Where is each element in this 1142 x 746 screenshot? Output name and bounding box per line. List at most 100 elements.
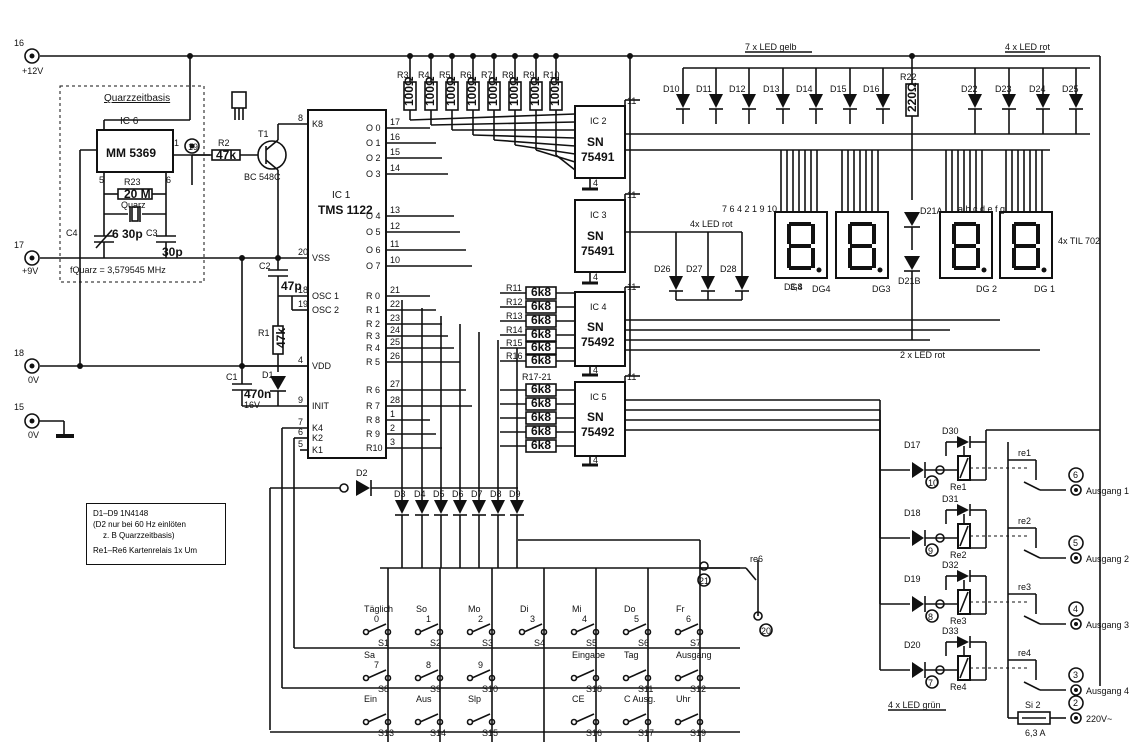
- output-label: Ausgang 2: [1086, 554, 1129, 564]
- svg-text:1: 1: [174, 138, 179, 148]
- resistor-value: 6k8: [531, 353, 551, 367]
- switch-label: Aus: [416, 694, 432, 704]
- led-yellow: [809, 94, 823, 108]
- led-ref: D23: [995, 84, 1012, 94]
- seg-pins-right: a b c d e f g: [958, 204, 1005, 214]
- resistor-ref: R14: [506, 325, 523, 335]
- svg-text:IC 4: IC 4: [590, 302, 607, 312]
- switch-number: 4: [582, 614, 587, 624]
- resistor-value: 100Ω: [402, 76, 416, 106]
- svg-text:16V: 16V: [244, 400, 260, 410]
- svg-text:2: 2: [1073, 698, 1078, 708]
- segment: [976, 248, 980, 268]
- led-ref: D25: [1062, 84, 1079, 94]
- ic1-pin-label: O 0: [366, 123, 381, 133]
- switch-lever: [523, 623, 543, 633]
- svg-text:+12V: +12V: [22, 66, 43, 76]
- ic1-pin-label: O 7: [366, 261, 381, 271]
- r22: R22 220Ω: [900, 53, 919, 200]
- switch-ref: S18: [586, 684, 602, 694]
- relay-diode-ref: D30: [942, 426, 959, 436]
- segment: [954, 222, 976, 226]
- ic1-pin-number: 27: [390, 379, 400, 389]
- resistor-ref: R9: [523, 70, 535, 80]
- switch-contact: [466, 628, 474, 636]
- relay-node-number: 8: [928, 612, 933, 622]
- switch-ref: S16: [586, 728, 602, 738]
- ic6-part: MM 5369: [106, 146, 156, 160]
- led-ref: D24: [1029, 84, 1046, 94]
- ic1-pin-label: R 1: [366, 305, 380, 315]
- ic1-pin-label: O 1: [366, 138, 381, 148]
- ic1-pin-number: 3: [390, 437, 395, 447]
- svg-text:Quarz: Quarz: [121, 200, 146, 210]
- relay-led-ref: D17: [904, 440, 921, 450]
- resistor-ref: R5: [439, 70, 451, 80]
- switch-contact: [362, 628, 370, 636]
- switch-lever: [419, 669, 439, 679]
- segment: [872, 248, 876, 268]
- segment: [1012, 224, 1016, 244]
- led-red: [1036, 94, 1050, 108]
- resistor-to-ic: [514, 144, 576, 155]
- segment: [1036, 248, 1040, 268]
- ic1-pin-number: 26: [390, 351, 400, 361]
- ic1-pin-number: 9: [298, 395, 303, 405]
- svg-text:15: 15: [14, 402, 24, 412]
- key-diode-ref: D3: [394, 489, 406, 499]
- segment: [850, 266, 872, 270]
- relay-led: [912, 596, 924, 612]
- led-ref: D28: [720, 264, 737, 274]
- output-terminal-dot: [1074, 688, 1078, 692]
- ic1-pin-number: 28: [390, 395, 400, 405]
- key-diode-ref: D6: [452, 489, 464, 499]
- svg-text:R22: R22: [900, 72, 917, 82]
- switch-number: 7: [374, 660, 379, 670]
- switch-label: C Ausg.: [624, 694, 656, 704]
- quartz-timebase-title: Quarzzeitbasis: [104, 93, 170, 104]
- ic1-pin-label: VSS: [312, 253, 330, 263]
- ic1-pin-label: K2: [312, 433, 323, 443]
- svg-text:BC 548C: BC 548C: [244, 172, 281, 182]
- output-label: Ausgang 4: [1086, 686, 1129, 696]
- key-diode-ref: D8: [490, 489, 502, 499]
- relay-node: [925, 475, 939, 489]
- quartz-frequency: fQuarz = 3,579545 MHz: [70, 265, 166, 275]
- led-ref: D27: [686, 264, 703, 274]
- svg-text:75491: 75491: [581, 150, 615, 164]
- key-diode-ref: D7: [471, 489, 483, 499]
- ic1-pin-label: K8: [312, 119, 323, 129]
- resistor-value: 100Ω: [548, 76, 562, 106]
- svg-text:IC 3: IC 3: [590, 210, 607, 220]
- switch-ref: S12: [690, 684, 706, 694]
- resistor-ref: R8: [502, 70, 514, 80]
- svg-text:C3: C3: [146, 228, 158, 238]
- svg-text:D1: D1: [262, 370, 274, 380]
- switch-lever: [471, 713, 491, 723]
- ic1-pin-label: R 6: [366, 385, 380, 395]
- switch-label: Sa: [364, 650, 375, 660]
- segment: [789, 222, 811, 226]
- relay-diode-ref: D31: [942, 494, 959, 504]
- segment: [1014, 222, 1036, 226]
- svg-text:20: 20: [761, 626, 771, 636]
- led-green-label: 4 x LED grün: [888, 700, 941, 710]
- svg-text:6: 6: [166, 175, 171, 185]
- relay-ref: Re4: [950, 682, 967, 692]
- led-red2-label: 2 x LED rot: [900, 350, 946, 360]
- led-yellow: [742, 94, 756, 108]
- svg-text:0V: 0V: [28, 375, 39, 385]
- ic1-pin-number: 18: [298, 285, 308, 295]
- segment: [848, 248, 852, 268]
- contact-arm: [1023, 615, 1041, 625]
- ic1-pin-label: O 6: [366, 245, 381, 255]
- ic3: IC 3 SN 75491: [574, 199, 626, 273]
- ic1-pin-label: OSC 1: [312, 291, 339, 301]
- segment: [850, 222, 872, 226]
- led-red: [1002, 94, 1016, 108]
- relay-led: [912, 462, 924, 478]
- led-ref: D22: [961, 84, 978, 94]
